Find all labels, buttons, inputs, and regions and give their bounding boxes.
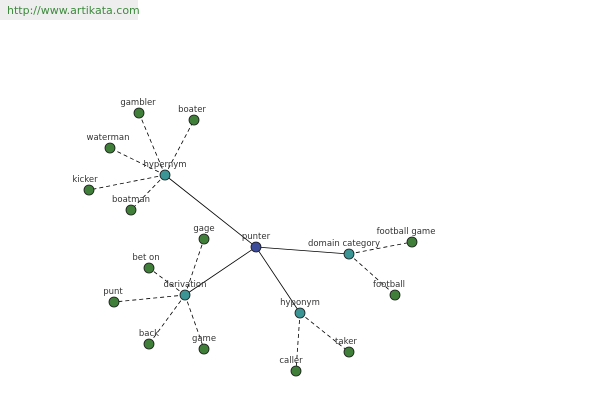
term-node-taker[interactable] [343, 346, 355, 358]
edge-hyponym-caller [295, 312, 301, 372]
term-label-waterman[interactable]: waterman [87, 133, 130, 143]
term-node-punt[interactable] [108, 296, 120, 308]
term-node-gambler[interactable] [133, 107, 145, 119]
term-label-taker[interactable]: taker [335, 337, 357, 347]
edge-hypernym-boater [164, 119, 195, 176]
edge-domain-category-football-game [348, 241, 413, 255]
term-node-boater[interactable] [188, 114, 200, 126]
term-label-bet-on[interactable]: bet on [132, 253, 159, 263]
term-label-football[interactable]: football [373, 280, 405, 290]
relation-node-derivation[interactable] [179, 289, 191, 301]
term-node-kicker[interactable] [83, 184, 95, 196]
term-node-football[interactable] [389, 289, 401, 301]
term-label-game[interactable]: game [192, 334, 216, 344]
term-node-gage[interactable] [198, 233, 210, 245]
edge-derivation-game [184, 294, 205, 350]
watermark-link[interactable]: http://www.artikata.com [7, 4, 140, 17]
term-node-caller[interactable] [290, 365, 302, 377]
term-label-back[interactable]: back [139, 329, 159, 339]
term-label-punt[interactable]: punt [103, 287, 123, 297]
relation-node-hypernym[interactable] [159, 169, 171, 181]
edge-derivation-bet-on [148, 267, 186, 296]
center-label-punter[interactable]: punter [242, 232, 271, 242]
center-node-punter[interactable] [250, 241, 262, 253]
term-label-boatman[interactable]: boatman [112, 195, 150, 205]
edge-hyponym-taker [299, 312, 350, 353]
term-node-football-game[interactable] [406, 236, 418, 248]
relation-label-hypernym[interactable]: hypernym [143, 160, 186, 170]
term-label-gambler[interactable]: gambler [120, 98, 156, 108]
term-label-caller[interactable]: caller [279, 356, 303, 366]
edge-derivation-punt [113, 294, 186, 303]
term-label-football-game[interactable]: football game [377, 227, 436, 237]
term-label-kicker[interactable]: kicker [72, 175, 98, 185]
term-node-game[interactable] [198, 343, 210, 355]
watermark-banner: http://www.artikata.com [0, 0, 140, 20]
relation-label-domain-category[interactable]: domain category [308, 239, 380, 249]
edge-punter-domain-category [255, 246, 350, 255]
term-label-gage[interactable]: gage [193, 224, 214, 234]
edge-domain-category-football [348, 253, 396, 296]
edge-hypernym-kicker [88, 174, 166, 191]
term-node-back[interactable] [143, 338, 155, 350]
relation-label-derivation[interactable]: derivation [163, 280, 206, 290]
edge-derivation-back [148, 294, 186, 345]
edge-punter-hypernym [164, 174, 257, 248]
edge-hypernym-gambler [138, 112, 166, 176]
edge-hypernym-boatman [130, 174, 166, 211]
relation-node-domain-category[interactable] [343, 248, 355, 260]
graph-edges [88, 112, 413, 372]
edge-punter-hyponym [255, 246, 301, 314]
graph-labels: gambler boater waterman kicker boatman footba… [72, 98, 435, 366]
edge-hypernym-waterman [109, 147, 166, 176]
relation-node-hyponym[interactable] [294, 307, 306, 319]
graph-nodes [83, 107, 418, 377]
relation-label-hyponym[interactable]: hyponym [280, 298, 320, 308]
term-node-waterman[interactable] [104, 142, 116, 154]
edge-derivation-gage [184, 238, 205, 296]
term-node-boatman[interactable] [125, 204, 137, 216]
term-label-boater[interactable]: boater [178, 105, 206, 115]
edge-punter-derivation [184, 246, 257, 296]
term-node-bet-on[interactable] [143, 262, 155, 274]
